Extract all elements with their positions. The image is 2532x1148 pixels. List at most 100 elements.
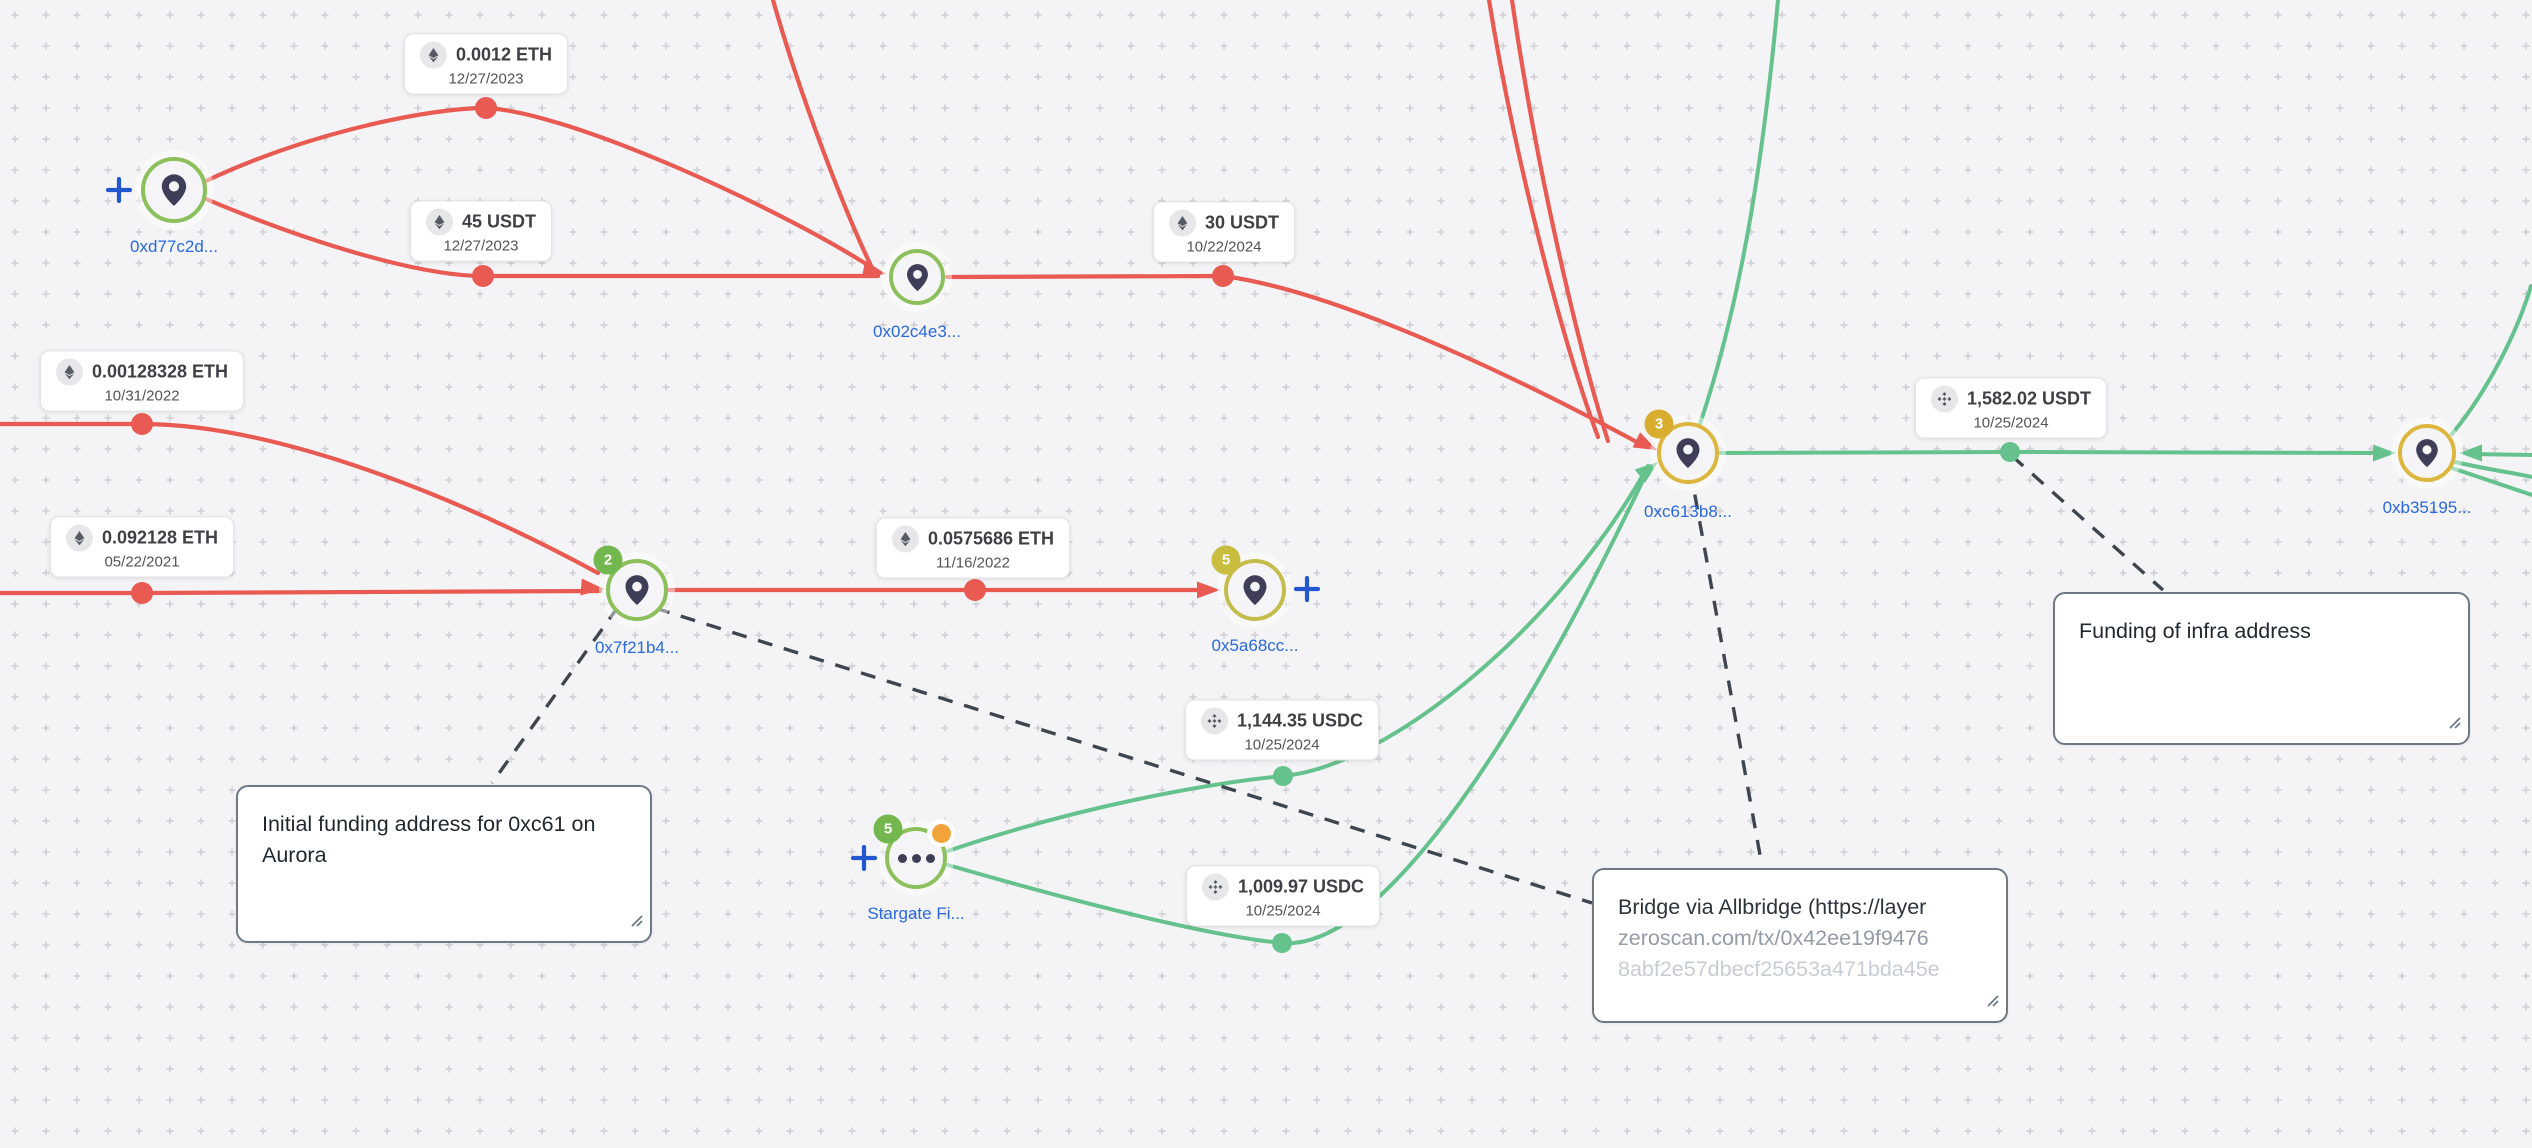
transfer-date: 10/25/2024 [1244, 736, 1320, 754]
node-address-label[interactable]: 0x5a68cc... [1211, 636, 1299, 655]
edge-arrowhead [1197, 581, 1220, 599]
ethereum-icon-badge [425, 208, 453, 236]
note-text-line: zeroscan.com/tx/0x42ee19f9476 [1618, 926, 1929, 951]
transfer-date: 12/27/2023 [448, 70, 524, 88]
address-pin-icon [1676, 438, 1700, 469]
resize-handle-icon [2449, 717, 2461, 729]
transfer-edge-red[interactable] [1486, 0, 1601, 440]
transfer-edge-green[interactable] [946, 464, 1650, 853]
address-node-0x02c4e3[interactable] [889, 249, 945, 305]
address-pin-icon [161, 174, 187, 206]
edge-label[interactable]: 0.00128328 ETH 10/31/2022 [39, 350, 245, 412]
transfer-edge-red[interactable] [203, 196, 881, 279]
edge-label-anchor-dot[interactable] [1272, 933, 1292, 953]
ethereum-icon [900, 531, 911, 547]
node-address-label[interactable]: Stargate Fi... [867, 904, 965, 923]
node-count-badge: 5 [873, 814, 903, 844]
transfer-edge-red[interactable] [770, 0, 875, 271]
annotation-note[interactable]: Initial funding address for 0xc61 on Aur… [236, 785, 652, 943]
node-address-label[interactable]: 0xb35195... [2382, 498, 2472, 517]
edge-label-amount-row: 1,582.02 USDT [1930, 385, 2091, 413]
node-address-label[interactable]: 0x02c4e3... [873, 322, 961, 341]
edge-label-anchor-dot[interactable] [475, 97, 497, 119]
note-resize-handle[interactable] [2444, 707, 2461, 738]
transfer-edge-red[interactable] [0, 588, 603, 596]
transfer-date: 05/22/2021 [104, 553, 180, 571]
annotation-note[interactable]: Funding of infra address [2053, 592, 2470, 745]
plus-icon [105, 176, 133, 204]
transfer-amount: 1,144.35 USDC [1236, 710, 1364, 731]
edge-label-amount-row: 0.00128328 ETH [55, 358, 229, 386]
bnb-chain-icon-badge [1200, 707, 1228, 735]
node-address-label[interactable]: 0x7f21b4... [594, 638, 680, 657]
transfer-edge-green[interactable] [946, 472, 1648, 946]
bnb-chain-icon [1207, 714, 1222, 728]
edge-label-amount-row: 0.0012 ETH [419, 41, 552, 69]
edge-label-amount-row: 30 USDT [1168, 209, 1279, 237]
edge-label-anchor-dot[interactable] [1273, 766, 1293, 786]
transfer-date: 10/25/2024 [1973, 414, 2049, 432]
node-address-label[interactable]: 0xd77c2d... [130, 237, 218, 256]
edge-label[interactable]: 1,582.02 USDT 10/25/2024 [1914, 377, 2108, 439]
transfer-edge-red[interactable] [1509, 0, 1611, 444]
edge-label-amount-row: 1,144.35 USDC [1200, 707, 1364, 735]
ethereum-icon-badge [65, 524, 93, 552]
edge-arrowhead [2373, 444, 2396, 462]
transfer-edge-green[interactable] [1698, 0, 1780, 426]
resize-handle-icon [631, 915, 643, 927]
annotation-link-edge[interactable] [490, 606, 620, 784]
resize-handle-icon [1987, 995, 1999, 1007]
edge-label-anchor-dot[interactable] [131, 413, 153, 435]
edge-label[interactable]: 0.0575686 ETH 11/16/2022 [875, 517, 1071, 579]
address-node-0xc613b8[interactable] [1657, 422, 1719, 484]
transfer-edge-red[interactable] [944, 273, 1649, 450]
expand-node-button[interactable] [1292, 574, 1322, 604]
edge-label[interactable]: 0.0012 ETH 12/27/2023 [403, 33, 569, 95]
transfer-amount: 0.092128 ETH [101, 527, 219, 548]
transfer-edge-green[interactable] [2450, 284, 2532, 436]
node-address-label[interactable]: 0xc613b8... [1644, 502, 1732, 521]
note-text-line: Bridge via Allbridge (https://layer [1618, 895, 1927, 919]
edge-label-anchor-dot[interactable] [964, 579, 986, 601]
edge-label-anchor-dot[interactable] [2000, 442, 2020, 462]
transfer-date: 10/31/2022 [104, 387, 180, 405]
transfer-amount: 1,009.97 USDC [1237, 876, 1365, 897]
edge-label[interactable]: 45 USDT 12/27/2023 [409, 200, 553, 262]
bnb-chain-icon [1937, 392, 1952, 406]
expand-node-button[interactable] [104, 175, 134, 205]
edge-arrowhead [861, 260, 886, 278]
annotation-note[interactable]: Bridge via Allbridge (https://layer zeros… [1592, 868, 2008, 1023]
transfer-edge-green[interactable] [1718, 449, 2390, 455]
edge-label[interactable]: 1,009.97 USDC 10/25/2024 [1185, 865, 1381, 927]
transfer-date: 11/16/2022 [936, 554, 1010, 572]
ethereum-icon-badge [891, 525, 919, 553]
note-resize-handle[interactable] [626, 905, 643, 936]
ethereum-icon [434, 214, 445, 230]
annotation-link-edge[interactable] [2010, 454, 2165, 592]
address-node-0xd77c2d[interactable] [141, 157, 207, 223]
edge-label-anchor-dot[interactable] [131, 582, 153, 604]
note-text-line: 8abf2e57dbecf25653a471bda45e [1618, 957, 1940, 982]
node-count-badge: 3 [1644, 409, 1674, 439]
edge-label-anchor-dot[interactable] [472, 265, 494, 287]
annotation-link-edge[interactable] [654, 606, 1593, 905]
plus-icon [1293, 575, 1321, 603]
note-resize-handle[interactable] [1982, 985, 1999, 1016]
ellipsis-icon [897, 853, 935, 863]
edge-label[interactable]: 1,144.35 USDC 10/25/2024 [1184, 699, 1380, 761]
bnb-chain-icon-badge [1930, 385, 1958, 413]
expand-node-button[interactable] [849, 843, 879, 873]
edge-label[interactable]: 30 USDT 10/22/2024 [1152, 201, 1296, 263]
transfer-edge-red[interactable] [0, 421, 601, 576]
note-text-line: Initial funding address for 0xc61 on Aur… [262, 812, 596, 868]
address-node-0xb35195[interactable] [2398, 424, 2456, 482]
edge-label-amount-row: 1,009.97 USDC [1201, 873, 1365, 901]
annotation-link-edge[interactable] [1688, 467, 1764, 867]
transfer-amount: 0.00128328 ETH [91, 361, 229, 382]
transfer-edge-green[interactable] [2453, 460, 2532, 479]
transfer-edge-green[interactable] [2450, 466, 2532, 497]
node-count-badge: 5 [1211, 545, 1241, 575]
edge-label[interactable]: 0.092128 ETH 05/22/2021 [49, 516, 235, 578]
edge-label-anchor-dot[interactable] [1212, 265, 1234, 287]
